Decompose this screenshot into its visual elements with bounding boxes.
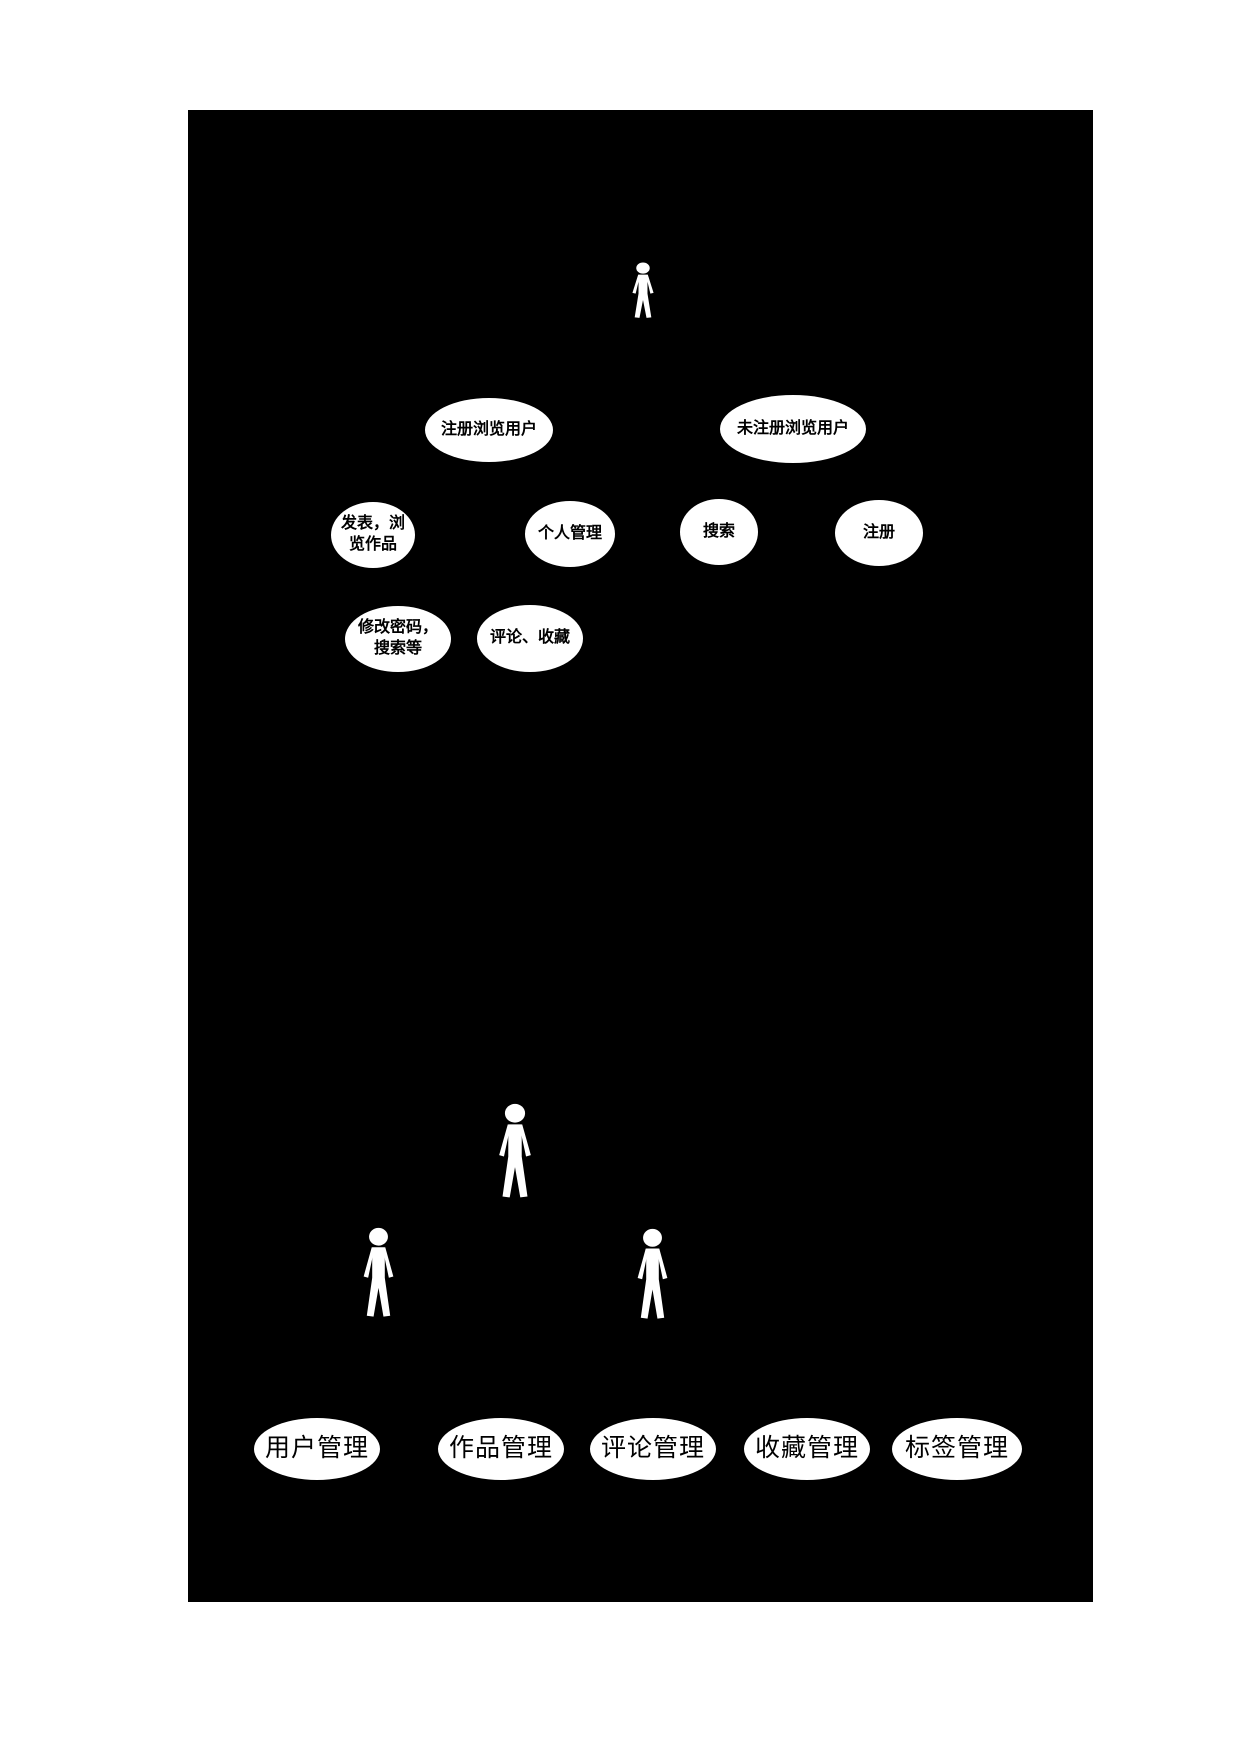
- actor-bottom-left: [356, 1227, 401, 1320]
- use-case-label: 个人管理: [537, 524, 602, 542]
- use-case-diagram-canvas: 注册浏览用户 未注册浏览用户 发表，浏览作品 个人管理 搜索 注册 修改密码，搜…: [188, 110, 1093, 1602]
- use-case-label: 修改密码，搜索等: [357, 619, 438, 657]
- use-case-unregistered-browsing-user: 未注册浏览用户: [720, 395, 866, 463]
- use-case-label: 评论管理: [600, 1435, 705, 1463]
- person-icon: [632, 262, 654, 318]
- actor-bottom-main: [491, 1103, 539, 1201]
- use-case-registered-browsing-user: 注册浏览用户: [425, 398, 553, 462]
- person-icon: [499, 1103, 531, 1198]
- use-case-register: 注册: [835, 500, 923, 566]
- use-case-label: 发表，浏览作品: [340, 515, 405, 553]
- use-case-label: 作品管理: [448, 1435, 553, 1463]
- use-case-label: 注册浏览用户: [440, 420, 537, 438]
- use-case-works-management: 作品管理: [438, 1418, 564, 1480]
- use-case-label: 评论、收藏: [489, 629, 570, 647]
- use-case-label: 未注册浏览用户: [736, 419, 849, 437]
- use-case-user-management: 用户管理: [254, 1418, 380, 1480]
- use-case-comment-favorite: 评论、收藏: [477, 605, 583, 672]
- use-case-label: 收藏管理: [754, 1435, 859, 1463]
- use-case-label: 搜索: [702, 522, 735, 540]
- use-case-tag-management: 标签管理: [892, 1418, 1022, 1480]
- use-case-publish-browse-works: 发表，浏览作品: [331, 502, 415, 568]
- person-icon: [363, 1227, 394, 1317]
- use-case-search: 搜索: [680, 499, 758, 565]
- use-case-label: 用户管理: [264, 1435, 369, 1463]
- use-case-comment-management: 评论管理: [590, 1418, 716, 1480]
- use-case-personal-management: 个人管理: [525, 501, 615, 567]
- use-case-change-password-search: 修改密码，搜索等: [345, 606, 451, 672]
- person-icon: [637, 1228, 668, 1319]
- use-case-label: 注册: [862, 523, 895, 541]
- actor-top: [627, 262, 659, 320]
- use-case-label: 标签管理: [904, 1435, 1009, 1463]
- use-case-favorite-management: 收藏管理: [744, 1418, 870, 1480]
- actor-bottom-right: [630, 1228, 675, 1322]
